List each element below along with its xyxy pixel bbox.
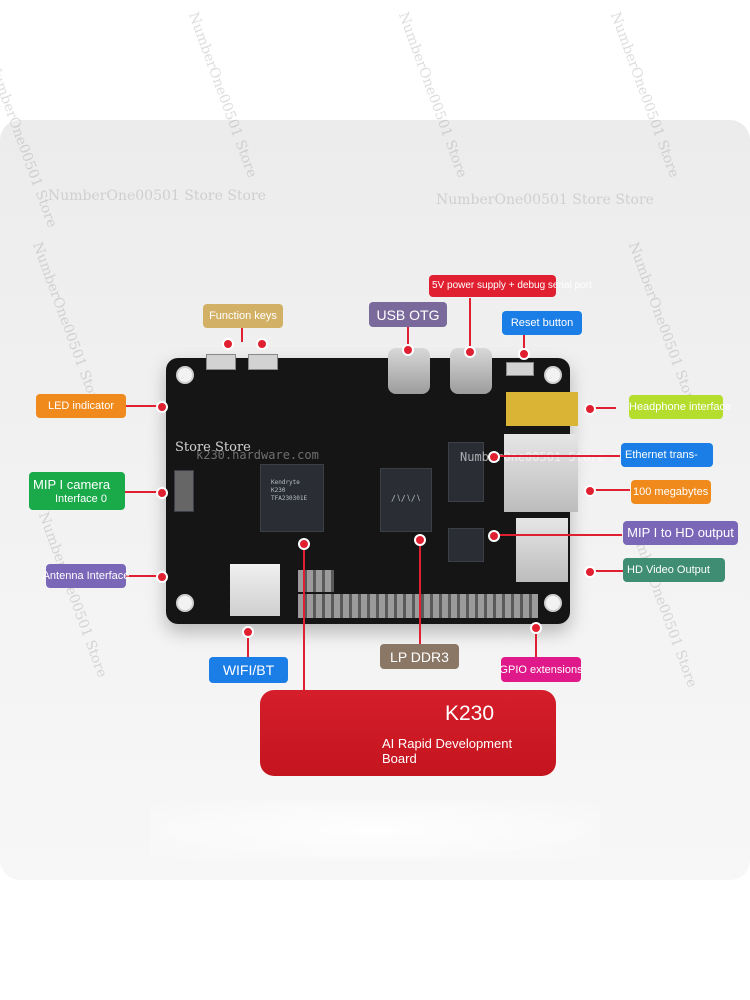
hd-bridge-chip bbox=[448, 528, 484, 562]
lpddr3-line bbox=[419, 540, 421, 646]
gpio-header-small[interactable] bbox=[298, 570, 334, 592]
wifi-dot bbox=[242, 626, 254, 638]
tag-megabytes: 100 megabytes bbox=[631, 480, 711, 504]
tag-reset-button: Reset button bbox=[502, 311, 582, 335]
lpddr3-chip: ∕∖∕∖∕∖ bbox=[380, 468, 432, 532]
ethernet-port[interactable] bbox=[504, 434, 578, 512]
mount-hole-tl bbox=[176, 366, 194, 384]
hd-video-line bbox=[592, 570, 624, 572]
tag-hd-video: HD Video Output bbox=[623, 558, 725, 582]
gpio-header[interactable] bbox=[298, 594, 538, 618]
headphone-dot bbox=[584, 403, 596, 415]
ram-label: ∕∖∕∖∕∖ bbox=[391, 494, 421, 503]
tag-power-supply: 5V power supply + debug serial port bbox=[429, 275, 592, 297]
product-subtitle: AI Rapid Development Board bbox=[382, 736, 513, 766]
wifi-bt-module bbox=[230, 564, 280, 616]
mount-hole-tr bbox=[544, 366, 562, 384]
mount-hole-bl bbox=[176, 594, 194, 612]
tag-gpio: GPIO extensions bbox=[499, 657, 583, 682]
tag-headphone: Headphone interface bbox=[629, 395, 731, 419]
mipi-hd-dot bbox=[488, 530, 500, 542]
k230-board: Kendryte K230 TFA230301E ∕∖∕∖∕∖ bbox=[166, 348, 578, 624]
product-title: K230 bbox=[445, 702, 495, 725]
function-keys-dot-1 bbox=[222, 338, 234, 350]
led-dot bbox=[156, 401, 168, 413]
watermark-2: NumberOne00501 Store Store bbox=[436, 192, 654, 208]
antenna-dot bbox=[156, 571, 168, 583]
megabytes-line bbox=[592, 489, 630, 491]
overlay-number-one: NumberOne00501 Store Store bbox=[460, 450, 648, 464]
overlay-hardware: k230.hardware.com bbox=[196, 448, 319, 462]
function-key-2[interactable] bbox=[248, 354, 278, 370]
ethernet-line bbox=[496, 455, 620, 457]
function-key-1[interactable] bbox=[206, 354, 236, 370]
soc-label: Kendryte K230 TFA230301E bbox=[271, 479, 308, 502]
tag-usb-otg: USB OTG bbox=[369, 302, 447, 327]
watermark-1: NumberOne00501 Store Store bbox=[48, 188, 266, 204]
hd-video-dot bbox=[584, 566, 596, 578]
soc-dot bbox=[298, 538, 310, 550]
product-title-box: K230 AI Rapid Development Board bbox=[260, 690, 556, 776]
reset-button-switch[interactable] bbox=[506, 362, 534, 376]
power-line bbox=[469, 298, 471, 350]
lpddr3-dot bbox=[414, 534, 426, 546]
mipi-hd-line bbox=[496, 534, 622, 536]
usb-otg-line bbox=[407, 326, 409, 348]
camera-connector[interactable] bbox=[174, 470, 194, 512]
tag-led-indicator: LED indicator bbox=[36, 394, 126, 418]
soc-line bbox=[303, 544, 305, 692]
usb-otg-dot bbox=[402, 344, 414, 356]
headphone-line bbox=[592, 407, 616, 409]
gpio-dot bbox=[530, 622, 542, 634]
megabytes-dot bbox=[584, 485, 596, 497]
function-keys-dot-2 bbox=[256, 338, 268, 350]
tag-ethernet: Ethernet trans- bbox=[621, 443, 713, 467]
ethernet-chip bbox=[448, 442, 484, 502]
ethernet-dot bbox=[488, 451, 500, 463]
led-line bbox=[124, 405, 164, 407]
power-dot bbox=[464, 346, 476, 358]
reset-line bbox=[523, 334, 525, 352]
tag-function-keys: Function keys bbox=[203, 304, 283, 328]
function-keys-line bbox=[241, 326, 243, 342]
tag-wifi-bt: WIFI/BT bbox=[209, 657, 288, 683]
tag-lp-ddr3: LP DDR3 bbox=[380, 644, 459, 669]
overlay-store: Store Store bbox=[175, 440, 251, 455]
mipi-camera-line2: Interface 0 bbox=[55, 492, 107, 505]
headphone-jack[interactable] bbox=[506, 392, 578, 426]
floor-glow bbox=[150, 800, 600, 860]
tag-mipi-camera: MIP I camera Interface 0 bbox=[29, 472, 125, 510]
reset-dot bbox=[518, 348, 530, 360]
camera-line bbox=[124, 491, 162, 493]
camera-dot bbox=[156, 487, 168, 499]
k230-soc-chip: Kendryte K230 TFA230301E bbox=[260, 464, 324, 532]
antenna-line bbox=[124, 575, 164, 577]
hdmi-port[interactable] bbox=[516, 518, 568, 582]
gpio-line bbox=[535, 630, 537, 658]
mount-hole-br bbox=[544, 594, 562, 612]
tag-mipi-hd: MIP I to HD output bbox=[623, 521, 738, 545]
mipi-camera-line1: MIP I camera bbox=[33, 476, 111, 492]
tag-antenna: Antenna Interface bbox=[43, 564, 129, 588]
wifi-line bbox=[247, 632, 249, 658]
